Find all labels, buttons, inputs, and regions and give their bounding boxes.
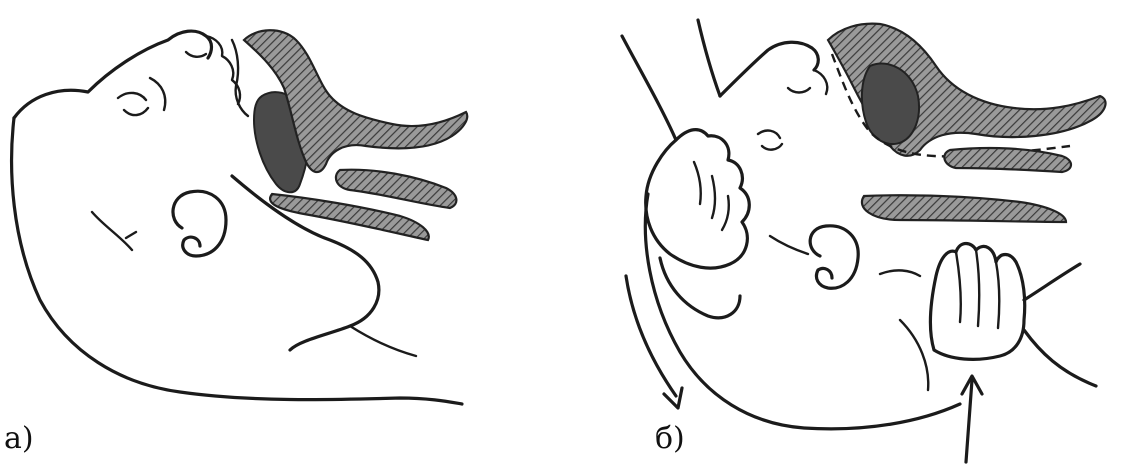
panel-a-drawing [12,30,468,404]
panel-b-rescuer-arm-right [698,20,720,96]
panel-b-rotation-arrow [626,276,676,396]
panel-b-jaw [900,320,928,390]
panel-a-shoulder [350,326,416,356]
panel-b-eye [758,131,782,150]
panel-a-esophagus [270,194,429,240]
panel-b-trachea [944,148,1071,172]
panel-b-rescuer-arm-left [622,36,676,140]
panel-a-nostril [186,52,206,57]
panel-b-nose [788,70,827,94]
panel-b-finger-lines [694,162,729,230]
panel-a-jaw-line [92,212,136,250]
panel-a-eye [118,93,148,115]
panel-b-hand-forehead [646,130,750,268]
panel-b-shoulder [1024,264,1096,386]
panel-a-cheek-line [150,78,165,110]
panel-a-mouth [232,40,248,116]
panel-b-esophagus [862,195,1066,222]
panel-a-trachea [336,170,456,208]
panel-b-head-back [645,194,960,429]
panel-b-ear [810,226,858,288]
panel-a-ear [173,191,226,256]
panel-a-label: а) [4,424,34,454]
panel-b-head-top [720,42,818,96]
panel-b-cheek-line [770,236,920,276]
panel-b-lift-arrow [966,380,972,462]
panel-a-head-back [12,118,462,404]
panel-b-drawing [622,20,1106,462]
panel-a-head-outline [14,31,212,118]
panel-b-label: б) [655,424,685,454]
panel-b-hand-jaw-fingers [956,250,999,328]
